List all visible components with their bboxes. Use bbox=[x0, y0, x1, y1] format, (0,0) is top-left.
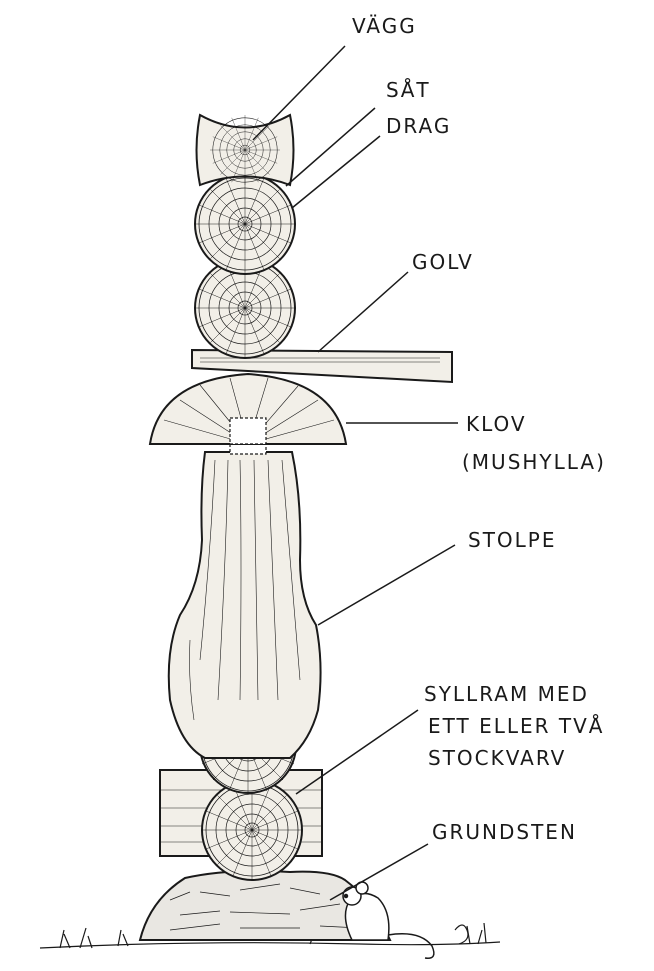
sill-log-lower bbox=[202, 780, 302, 880]
post-shape bbox=[169, 418, 321, 758]
label-golv: GOLV bbox=[412, 248, 474, 276]
label-stolpe: STOLPE bbox=[468, 526, 557, 554]
label-grundsten: GRUNDSTEN bbox=[432, 818, 577, 846]
label-syllram-2: ETT ELLER TVÅ bbox=[428, 712, 604, 740]
mouse-figure bbox=[343, 882, 434, 958]
label-drag: DRAG bbox=[386, 112, 451, 140]
wall-log-middle bbox=[195, 174, 295, 274]
klov-shape bbox=[150, 374, 346, 444]
label-sat: SÅT bbox=[386, 76, 431, 104]
label-syllram-3: STOCKVARV bbox=[428, 744, 566, 772]
label-klov: KLOV bbox=[466, 410, 527, 438]
label-vagg: VÄGG bbox=[352, 12, 417, 40]
label-syllram-1: SYLLRAM MED bbox=[424, 680, 589, 708]
wall-log-top bbox=[197, 115, 294, 185]
label-mushylla: (MUSHYLLA) bbox=[462, 448, 606, 476]
